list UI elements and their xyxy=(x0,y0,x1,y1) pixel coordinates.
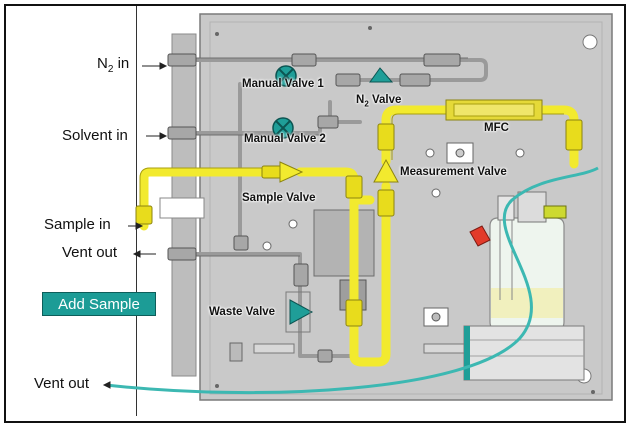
measurement-valve-shape xyxy=(373,158,399,183)
panel-notch xyxy=(159,197,205,219)
n2-valve-shape xyxy=(369,67,394,83)
panel-inner-edge xyxy=(209,21,603,395)
add-sample-button[interactable]: Add Sample xyxy=(42,292,156,316)
measurement-valve-label: Measurement Valve xyxy=(400,166,507,178)
manual-valve-2-label: Manual Valve 2 xyxy=(244,133,326,145)
gray-tubing-edges xyxy=(196,57,468,257)
bottle-stand xyxy=(463,325,585,381)
solvent-in-label: Solvent in xyxy=(62,127,128,144)
sample-valve-shape xyxy=(279,161,304,183)
manual-valve-1-label: Manual Valve 1 xyxy=(242,78,324,90)
waste-valve-label: Waste Valve xyxy=(209,306,276,318)
sample-valve-label: Sample Valve xyxy=(242,192,316,204)
leader-arrows xyxy=(102,62,168,389)
highlighted-tubing-edges xyxy=(139,113,564,226)
n2-in-label: N2 in xyxy=(97,55,130,75)
sample-bottle xyxy=(469,191,567,331)
highlighted-fittings xyxy=(135,119,583,327)
vent-tube xyxy=(105,166,599,395)
manual-valve-1-shape xyxy=(275,65,297,87)
fittings xyxy=(167,53,461,363)
vent-out-top-label: Vent out xyxy=(62,244,118,261)
waste-valve-shape xyxy=(289,299,314,325)
manual-valve-2-shape xyxy=(272,117,294,139)
vent-out-bottom-label: Vent out xyxy=(34,375,90,392)
sample-in-label: Sample in xyxy=(44,216,111,233)
manifold-block xyxy=(313,209,375,277)
n2-valve-label: N2 Valve xyxy=(356,94,402,109)
panel-hole-top xyxy=(582,34,598,50)
mfc-label: MFC xyxy=(484,122,509,134)
